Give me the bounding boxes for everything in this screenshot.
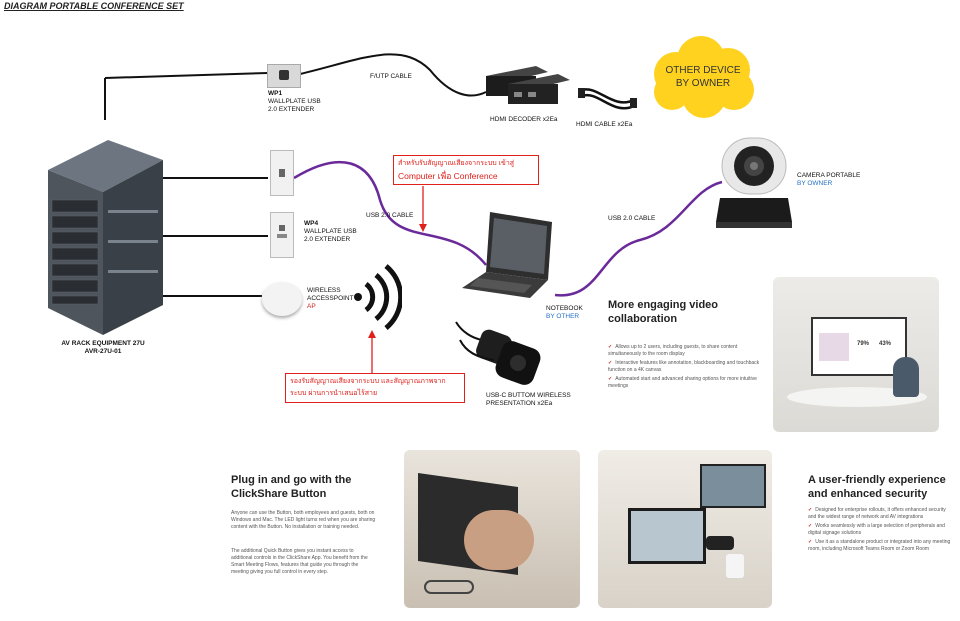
usbc-l2: PRESENTATION x2Ea	[486, 400, 553, 407]
wp4-desc2: 2.0 EXTENDER	[304, 236, 351, 243]
note-top: สำหรับรับสัญญาณเสียงจากระบบ เข้าสู่ Comp…	[393, 155, 539, 185]
cable-futp	[299, 53, 487, 97]
promo1-bullets: Allows up to 2 users, including guests, …	[608, 344, 768, 392]
camera-l1: CAMERA PORTABLE	[797, 172, 861, 179]
usbc-label: USB-C BUTTOM WIRELESS PRESENTATION x2Ea	[486, 392, 571, 408]
notebook-icon	[462, 212, 552, 298]
other-device-label: OTHER DEVICE BY OWNER	[655, 64, 751, 90]
display-stat-1: 79%	[857, 341, 870, 347]
promo2-title: Plug in and go with the ClickShare Butto…	[231, 474, 352, 500]
note-bottom-l2: ระบบ ผ่านการนำเสนอไร้สาย	[290, 390, 378, 397]
laptop-video-call	[628, 508, 706, 564]
wifi-signal-icon	[354, 264, 402, 330]
note-top-l1: สำหรับรับสัญญาณเสียงจากระบบ เข้าสู่	[398, 160, 515, 167]
other-device-cloud-icon	[654, 36, 754, 118]
meeting-table	[787, 387, 927, 407]
promo3-bullets: Designed for enterprise rollouts, it off…	[808, 507, 953, 555]
wallplate-wp1-icon	[267, 64, 301, 88]
meeting-room-photo: 79% 43%	[773, 277, 939, 432]
display-chart	[819, 333, 849, 361]
presenter	[893, 357, 919, 397]
usbc-button-icon	[455, 321, 541, 385]
display-stat-2: 43%	[879, 341, 892, 347]
ap-l2: ACCESSPOINT	[307, 295, 354, 302]
usb-cable-right-label: USB 2.0 CABLE	[608, 215, 656, 222]
ap-l3: AP	[307, 303, 316, 310]
cable-usb-right	[554, 180, 723, 297]
ap-l1: WIRELESS	[307, 287, 341, 294]
page-title: DIAGRAM PORTABLE CONFERENCE SET	[4, 1, 184, 11]
wallplate-wp4-icon	[270, 212, 294, 258]
note-bottom-l1: รองรับสัญญาณเสียงจากระบบ และสัญญาณภาพจาก	[290, 378, 446, 385]
cup	[726, 554, 744, 578]
cable-usb-left	[293, 160, 487, 266]
promo1-title: More engaging video collaboration	[608, 299, 719, 325]
wall-screen	[700, 464, 766, 508]
rack-name: AV RACK EQUIPMENT 27U	[61, 340, 145, 347]
other-device-l2: BY OWNER	[675, 78, 731, 89]
cable-rack-wp1	[104, 72, 269, 79]
wallplate-wp2-icon	[270, 150, 294, 196]
camera-icon	[716, 137, 792, 228]
wp4-code: WP4	[304, 220, 319, 227]
wp4-label: WP4 WALLPLATE USB 2.0 EXTENDER	[304, 220, 357, 244]
note-bottom: รองรับสัญญาณเสียงจากระบบ และสัญญาณภาพจาก…	[285, 373, 465, 403]
rack-label: AV RACK EQUIPMENT 27U AVR-27U-01	[58, 340, 148, 356]
promo2-p1: Anyone can use the Button, both employee…	[231, 510, 376, 530]
promo3-bullet: Use it as a standalone product or integr…	[808, 539, 953, 553]
ap-label: WIRELESS ACCESSPOINT AP	[307, 287, 354, 311]
rack-model: AVR-27U-01	[84, 348, 122, 355]
arrow-bottom-head	[368, 330, 376, 338]
wp1-code: WP1	[268, 90, 283, 97]
promo3-title: A user-friendly experience and enhanced …	[808, 474, 946, 500]
room-display: 79% 43%	[811, 317, 907, 376]
wp1-label: WP1 WALLPLATE USB 2.0 EXTENDER	[268, 90, 321, 114]
promo3-bullet: Works seamlessly with a large selection …	[808, 523, 953, 537]
usb-cable-left-label: USB 2.0 CABLE	[366, 212, 414, 219]
wp1-desc2: 2.0 EXTENDER	[268, 106, 315, 113]
other-device-l1: OTHER DEVICE	[665, 65, 741, 76]
camera-l2: BY OWNER	[797, 180, 833, 187]
video-call-photo	[598, 450, 772, 608]
promo1-bullet: Interactive features like annotation, bl…	[608, 360, 768, 374]
hdmi-decoder-label: HDMI DECODER x2Ea	[490, 116, 558, 123]
note-top-l2: Computer เพื่อ Conference	[398, 171, 498, 181]
clickshare-laptop-photo	[404, 450, 580, 608]
rack-icon	[48, 140, 163, 335]
hdmi-decoder-icon	[486, 66, 570, 104]
promo1-bullet: Automated start and advanced sharing opt…	[608, 376, 768, 390]
wp4-desc1: WALLPLATE USB	[304, 228, 357, 235]
access-point-icon	[262, 282, 302, 316]
arrow-top-head	[419, 224, 427, 232]
futp-cable-label: F/UTP CABLE	[370, 73, 412, 80]
hdmi-cable-icon	[578, 88, 637, 110]
notebook-l1: NOTEBOOK	[546, 305, 583, 312]
notebook-label: NOTEBOOK BY OTHER	[546, 305, 583, 321]
glasses	[424, 580, 474, 594]
wp1-desc1: WALLPLATE USB	[268, 98, 321, 105]
camera-label: CAMERA PORTABLE BY OWNER	[797, 172, 860, 188]
clickshare-base	[706, 536, 734, 550]
usbc-l1: USB-C BUTTOM WIRELESS	[486, 392, 571, 399]
promo2-p2: The additional Quick Button gives you in…	[231, 548, 368, 575]
promo3-bullet: Designed for enterprise rollouts, it off…	[808, 507, 953, 521]
notebook-l2: BY OTHER	[546, 313, 580, 320]
promo1-bullet: Allows up to 2 users, including guests, …	[608, 344, 768, 358]
hdmi-cable-label: HDMI CABLE x2Ea	[576, 121, 633, 128]
hand	[464, 510, 534, 570]
